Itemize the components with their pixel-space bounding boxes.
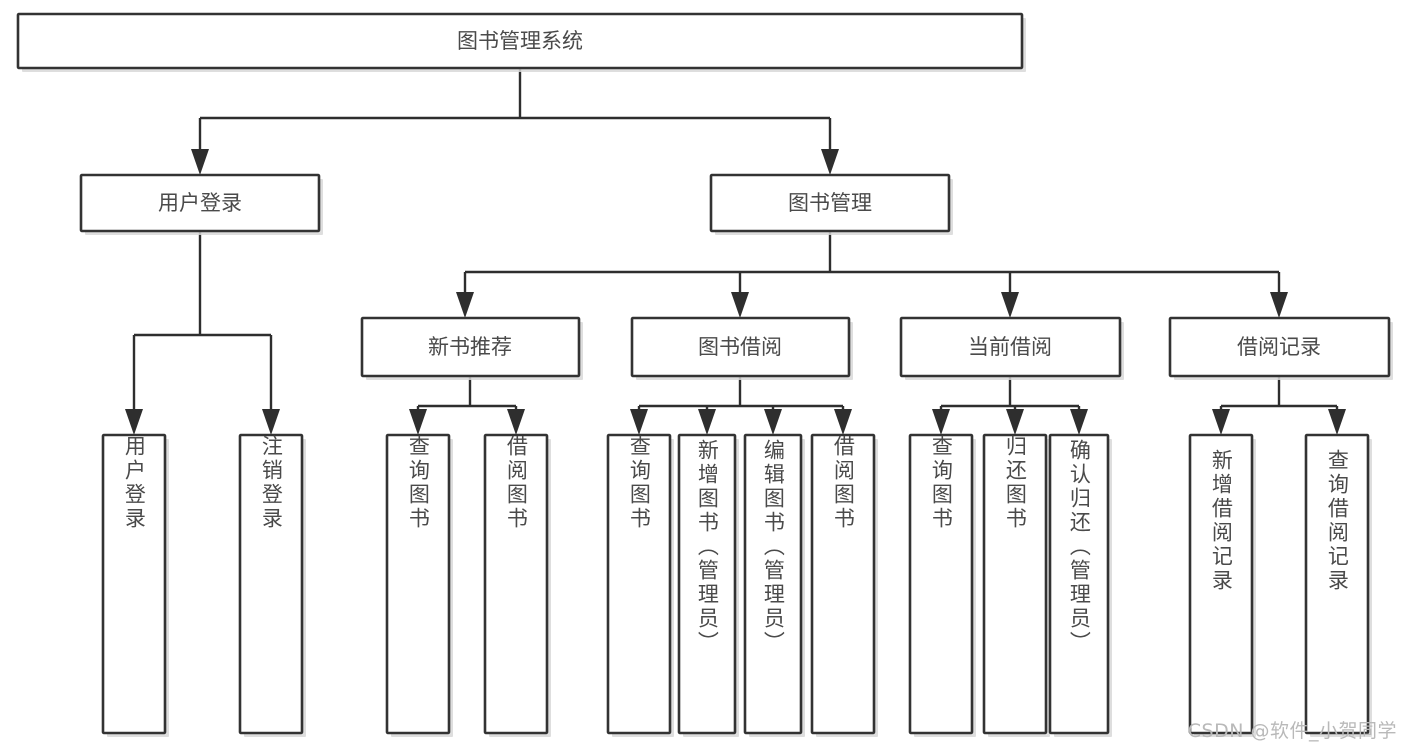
- node-leaf-query-book-a[interactable]: [385, 433, 453, 737]
- node-borrow-record-label: 借阅记录: [1237, 335, 1321, 359]
- node-current-borrow[interactable]: 当前借阅: [899, 316, 1124, 380]
- node-leaf-add-book[interactable]: [677, 433, 739, 737]
- node-book-manage[interactable]: 图书管理: [709, 173, 953, 235]
- node-new-book-rec[interactable]: 新书推荐: [360, 316, 583, 380]
- arrow-head-current-borrow: [1001, 292, 1019, 318]
- arrow-head-leaf-return-book: [1006, 409, 1024, 435]
- node-leaf-confirm-return[interactable]: [1048, 433, 1112, 737]
- arrow-head-book-borrow: [731, 292, 749, 318]
- node-book-borrow-label: 图书借阅: [698, 335, 782, 359]
- node-leaf-return-book[interactable]: [982, 433, 1050, 737]
- node-leaf-logout[interactable]: [238, 433, 306, 737]
- arrow-head-leaf-logout: [262, 409, 280, 435]
- arrow-head-leaf-query-book-c: [932, 409, 950, 435]
- arrow-head-leaf-borrow-book-a: [507, 409, 525, 435]
- node-leaf-borrow-book-b[interactable]: [810, 433, 878, 737]
- node-new-book-rec-label: 新书推荐: [428, 335, 512, 359]
- watermark-text: CSDN @软件_小贺同学: [1187, 720, 1397, 742]
- node-leaf-borrow-book-a[interactable]: [483, 433, 551, 737]
- arrow-head-leaf-add-record: [1212, 409, 1230, 435]
- arrow-head-leaf-borrow-book-b: [834, 409, 852, 435]
- node-leaf-user-login[interactable]: [101, 433, 169, 737]
- node-user-login-label: 用户登录: [158, 191, 242, 215]
- node-borrow-record[interactable]: 借阅记录: [1168, 316, 1393, 380]
- node-root-label: 图书管理系统: [457, 29, 583, 53]
- node-layer: 图书管理系统 用户登录 图书管理 新书推荐: [16, 12, 1393, 737]
- arrow-head-leaf-query-book-b: [630, 409, 648, 435]
- node-leaf-query-record[interactable]: [1304, 433, 1372, 737]
- node-current-borrow-label: 当前借阅: [968, 335, 1052, 359]
- arrow-head-leaf-query-record: [1328, 409, 1346, 435]
- arrow-head-leaf-edit-book: [764, 409, 782, 435]
- node-leaf-edit-book[interactable]: [743, 433, 805, 737]
- arrow-head-book-manage: [821, 149, 839, 175]
- arrow-head-borrow-record: [1270, 292, 1288, 318]
- node-book-manage-label: 图书管理: [788, 191, 872, 215]
- node-root[interactable]: 图书管理系统: [16, 12, 1026, 72]
- node-leaf-add-record[interactable]: [1188, 433, 1256, 737]
- arrow-head-leaf-confirm-return: [1070, 409, 1088, 435]
- node-leaf-query-book-c[interactable]: [908, 433, 976, 737]
- node-book-borrow[interactable]: 图书借阅: [630, 316, 853, 380]
- arrow-head-leaf-user-login: [125, 409, 143, 435]
- arrow-head-leaf-query-book-a: [409, 409, 427, 435]
- connector-layer: [125, 68, 1346, 435]
- node-user-login[interactable]: 用户登录: [79, 173, 323, 235]
- arrow-head-leaf-add-book: [698, 409, 716, 435]
- arrow-head-new-book-rec: [456, 292, 474, 318]
- node-leaf-query-book-b[interactable]: [606, 433, 674, 737]
- arrow-head-user-login: [191, 149, 209, 175]
